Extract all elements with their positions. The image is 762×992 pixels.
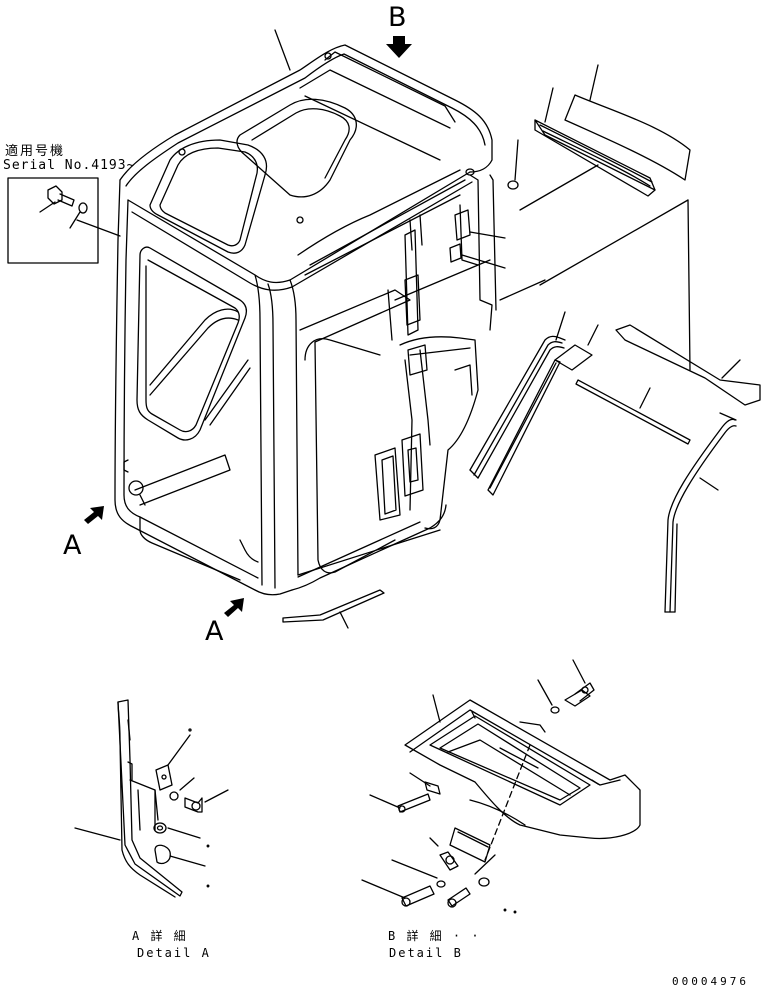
weatherstrip-curved <box>664 412 737 613</box>
view-arrow-a-upper <box>84 506 104 524</box>
flat-bar <box>575 379 691 445</box>
leader-line <box>274 29 291 71</box>
leader-line <box>514 139 519 181</box>
detail-a-caption-en: Detail A <box>137 946 211 960</box>
pad <box>554 344 593 371</box>
drawing-code: 00004976 <box>672 975 749 988</box>
view-a-label-upper: A <box>63 530 82 561</box>
serial-box-bolt <box>39 185 88 229</box>
detail-a-drawing <box>74 699 229 898</box>
detail-b-caption-en: Detail B <box>389 946 463 960</box>
view-a-label-lower: A <box>205 616 224 647</box>
serial-detail-box <box>7 177 99 264</box>
cover-plate <box>615 324 761 406</box>
rubber-plug <box>507 180 519 190</box>
detail-b-drawing <box>361 659 641 914</box>
view-b-label: B <box>388 2 407 33</box>
weatherstrip-left <box>469 311 566 479</box>
detail-b-caption-jp: B 詳 細 · · <box>388 929 481 943</box>
weatherstrip-middle <box>487 324 599 496</box>
cab-assembly <box>114 44 497 596</box>
serial-number-label: Serial No.4193~ <box>3 158 136 173</box>
sunshade-plate <box>564 64 691 181</box>
detail-a-caption-jp: A 詳 細 <box>132 929 188 943</box>
leader-line <box>461 254 506 269</box>
view-arrow-a-lower <box>224 598 244 617</box>
leader-line <box>687 199 691 371</box>
rear-glass-strip <box>519 87 656 211</box>
leader-line <box>469 231 506 239</box>
leader-line <box>539 199 689 286</box>
leader-line <box>499 279 546 301</box>
serial-applicable-jp: 適用号機 <box>5 144 66 159</box>
bottom-seal <box>282 589 385 629</box>
view-arrow-b <box>386 36 412 58</box>
